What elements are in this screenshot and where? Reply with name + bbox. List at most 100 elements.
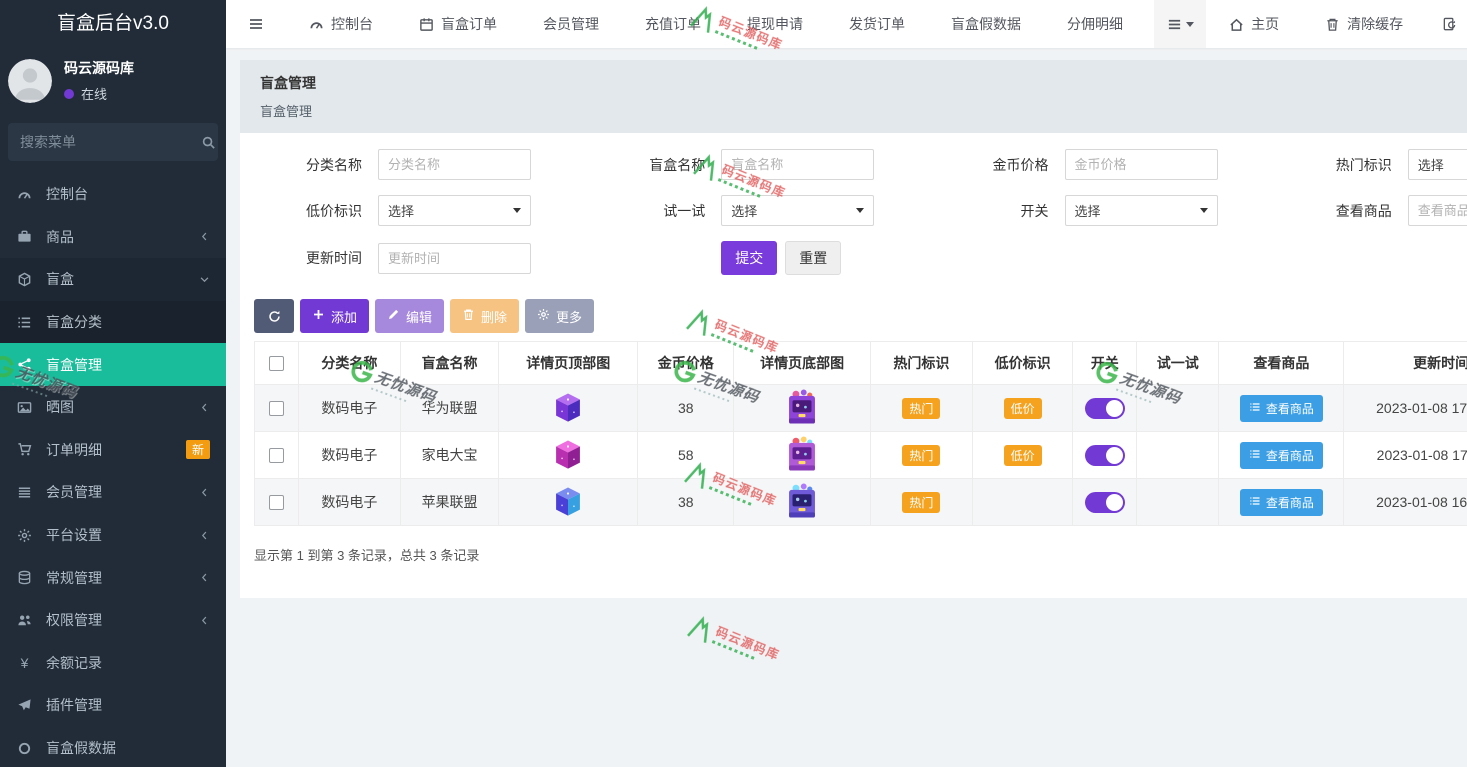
coin-price-input[interactable] [1064, 149, 1218, 180]
tabs-menu-button[interactable] [1154, 0, 1207, 48]
record-summary: 显示第 1 到第 3 条记录，总共 3 条记录 [254, 548, 480, 563]
sidebar-item-members[interactable]: 会员管理 [0, 471, 226, 514]
menu-search-input[interactable] [20, 134, 201, 150]
briefcase-icon [16, 229, 33, 244]
select-all-checkbox[interactable] [268, 355, 284, 371]
detail-bottom-image [734, 387, 870, 429]
gear-icon [537, 308, 550, 324]
edit-button[interactable]: 编辑 [375, 299, 445, 333]
refresh-button[interactable] [254, 299, 294, 333]
switch-select[interactable]: 选择 [1064, 195, 1218, 226]
cart-icon [16, 442, 33, 457]
user-status: 在线 [81, 87, 108, 102]
update-time-input[interactable] [378, 242, 531, 274]
pencil-icon [387, 308, 400, 324]
nav-item-members[interactable]: 会员管理 [543, 16, 599, 32]
sidebar-item-photos[interactable]: 晒图 [0, 386, 226, 429]
row-checkbox[interactable] [268, 494, 284, 510]
sidebar-item-goods[interactable]: 商品 [0, 216, 226, 259]
chevron-left-icon [199, 402, 210, 413]
sidebar-item-balance[interactable]: ¥余额记录 [0, 642, 226, 685]
cheap-badge: 低价 [1003, 397, 1042, 419]
chevron-left-icon [199, 615, 210, 626]
cube-icon [16, 272, 33, 287]
users-icon [16, 613, 33, 628]
switch-toggle[interactable] [1084, 444, 1125, 466]
nav-item-fakedata[interactable]: 盲盒假数据 [951, 16, 1021, 32]
submit-button[interactable]: 提交 [721, 241, 778, 275]
category-icon [16, 315, 33, 330]
table-row: 数码电子 家电大宝 58 热门 低价 查看商品 2023-01-08 17:11… [254, 431, 1467, 479]
sidebar-item-blindbox[interactable]: 盲盒 [0, 258, 226, 301]
nav-item-withdraw[interactable]: 提现申请 [747, 16, 803, 32]
sidebar-item-permissions[interactable]: 权限管理 [0, 599, 226, 642]
detail-bottom-image [734, 434, 870, 476]
detail-top-image [499, 391, 637, 425]
refresh-page-icon[interactable] [1426, 0, 1467, 48]
new-badge: 新 [185, 440, 210, 460]
try-select[interactable]: 选择 [721, 195, 875, 226]
gauge-icon [16, 187, 33, 202]
page-title: 盲盒管理 [260, 75, 316, 91]
sidebar-item-blindbox-category[interactable]: 盲盒分类 [0, 300, 226, 344]
nav-item-box-orders[interactable]: 盲盒订单 [396, 0, 520, 48]
menu-search-box[interactable] [8, 123, 218, 161]
nav-item-commission[interactable]: 分佣明细 [1067, 16, 1123, 32]
sidebar-item-blindbox-manage[interactable]: 盲盒管理 [0, 343, 226, 386]
page-subtitle: 盲盒管理 [260, 104, 313, 119]
view-goods-button[interactable]: 查看商品 [1239, 488, 1323, 516]
reset-button[interactable]: 重置 [785, 241, 842, 275]
updated-time: 2023-01-08 17:11:48 [1343, 431, 1467, 479]
updated-time: 2023-01-08 16:13:20 [1343, 478, 1467, 526]
sidebar-item-plugins[interactable]: 插件管理 [0, 684, 226, 727]
user-panel[interactable]: 码云源码库 在线 [0, 48, 226, 113]
cheap-flag-select[interactable]: 选择 [378, 195, 531, 226]
nav-item-dashboard[interactable]: 控制台 [286, 0, 396, 48]
share-nodes-icon [16, 357, 33, 372]
view-goods-input[interactable] [1407, 195, 1467, 226]
nav-item-shipping[interactable]: 发货订单 [849, 16, 905, 32]
hamburger-icon[interactable] [226, 16, 286, 32]
more-button[interactable]: 更多 [525, 299, 595, 333]
avatar [8, 58, 52, 103]
caret-down-icon [1199, 208, 1208, 213]
updated-time: 2023-01-08 17:12:21 [1343, 384, 1467, 432]
hot-flag-select[interactable]: 选择 [1407, 149, 1467, 180]
online-dot [64, 88, 74, 99]
row-checkbox[interactable] [268, 400, 284, 416]
category-name-input[interactable] [378, 149, 531, 180]
caret-down-icon [1185, 21, 1194, 27]
trash-icon [462, 308, 475, 324]
gauge-icon [309, 17, 324, 32]
switch-toggle[interactable] [1084, 491, 1125, 513]
delete-button[interactable]: 删除 [450, 299, 520, 333]
home-button[interactable]: 主页 [1206, 0, 1302, 48]
paper-plane-icon [16, 698, 33, 713]
sidebar-item-platform[interactable]: 平台设置 [0, 514, 226, 557]
search-icon [201, 135, 216, 150]
yen-icon: ¥ [20, 654, 29, 671]
gear-icon [16, 528, 33, 543]
plus-icon [312, 308, 325, 324]
nav-item-recharge[interactable]: 充值订单 [645, 16, 701, 32]
box-name-input[interactable] [721, 149, 875, 180]
view-goods-button[interactable]: 查看商品 [1239, 441, 1323, 469]
app-title: 盲盒后台v3.0 [57, 13, 169, 34]
switch-toggle[interactable] [1084, 397, 1125, 419]
sidebar-item-fakedata[interactable]: 盲盒假数据 [0, 727, 226, 767]
sidebar-item-orders[interactable]: 订单明细新 [0, 429, 226, 472]
list-icon [1167, 17, 1182, 32]
page-header: 盲盒管理 盲盒管理 [240, 60, 1467, 133]
view-goods-button[interactable]: 查看商品 [1239, 394, 1323, 422]
sidebar-item-general[interactable]: 常规管理 [0, 556, 226, 599]
clear-cache-button[interactable]: 清除缓存 [1302, 0, 1426, 48]
sidebar-item-dashboard[interactable]: 控制台 [0, 173, 226, 216]
chevron-left-icon [199, 572, 210, 583]
detail-bottom-image [734, 481, 870, 523]
row-checkbox[interactable] [268, 447, 284, 463]
database-icon [16, 570, 33, 585]
table-toolbar: 添加 编辑 删除 更多 [254, 299, 1467, 333]
add-button[interactable]: 添加 [300, 299, 370, 333]
